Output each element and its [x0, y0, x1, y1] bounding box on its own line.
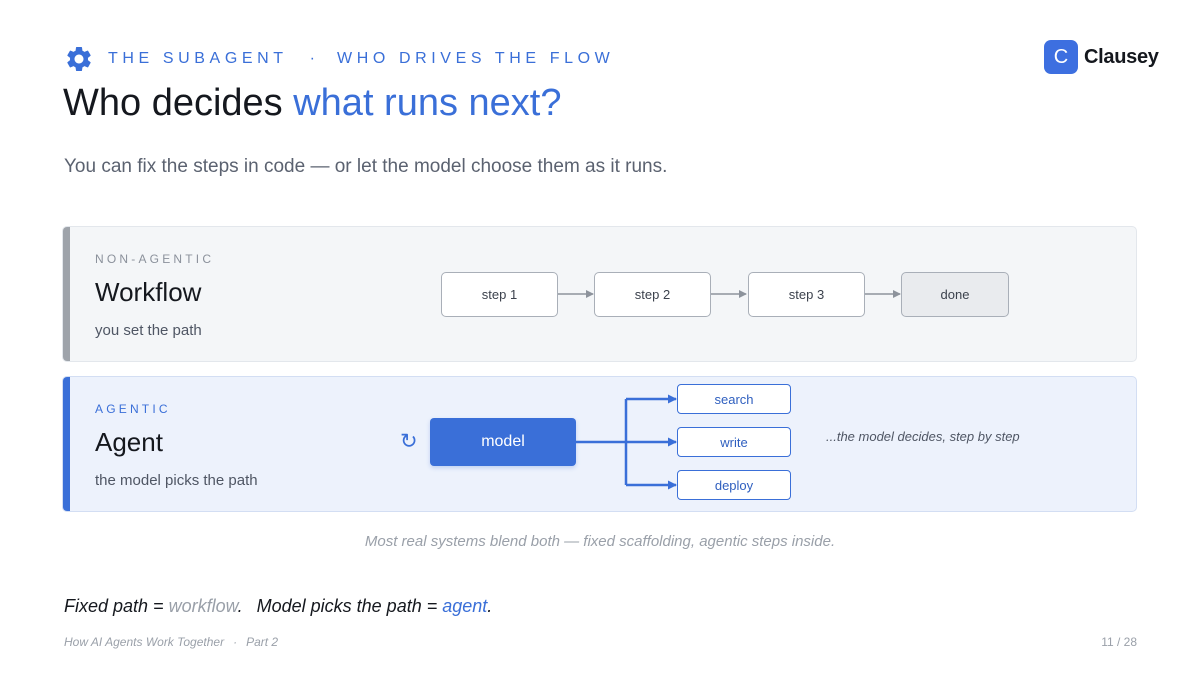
- agent-accent-bar: [63, 377, 70, 511]
- title-accent: what runs next?: [293, 82, 562, 124]
- title-plain: Who decides: [63, 82, 294, 124]
- loop-icon: ↻: [400, 430, 418, 453]
- workflow-title: Workflow: [95, 277, 202, 307]
- model-node: model: [430, 418, 576, 466]
- workflow-accent-bar: [63, 227, 70, 361]
- section-kicker: THE SUBAGENT · WHO DRIVES THE FLOW: [64, 44, 614, 74]
- kicker-separator: ·: [309, 50, 315, 67]
- brand-name: Clausey: [1084, 45, 1159, 68]
- agent-kicker: AGENTIC: [95, 402, 171, 416]
- action-deploy: deploy: [677, 470, 791, 500]
- workflow-step-3: step 3: [748, 272, 865, 317]
- brand-mark-icon: C: [1044, 40, 1078, 74]
- footer-deck-info: How AI Agents Work Together · Part 2: [64, 635, 278, 649]
- workflow-step-2: step 2: [594, 272, 711, 317]
- action-search: search: [677, 384, 791, 414]
- footer-deck-title: How AI Agents Work Together: [64, 635, 225, 649]
- summary-model-prefix: Model picks the path =: [256, 596, 443, 616]
- page-title: Who decides what runs next?: [63, 80, 562, 126]
- workflow-step-1: step 1: [441, 272, 558, 317]
- summary-fixed-prefix: Fixed path =: [64, 596, 169, 616]
- agent-subtitle: the model picks the path: [95, 472, 258, 489]
- summary-line: Fixed path = workflow. Model picks the pa…: [64, 596, 492, 617]
- summary-fixed-suffix: .: [237, 596, 243, 616]
- gear-icon: [67, 46, 91, 71]
- agent-note: ...the model decides, step by step: [826, 429, 1020, 444]
- workflow-step-done: done: [901, 272, 1009, 317]
- agent-title: Agent: [95, 427, 163, 457]
- page-subtitle: You can fix the steps in code — or let t…: [64, 156, 668, 177]
- summary-agent-term: agent: [442, 596, 488, 616]
- kicker-topic: WHO DRIVES THE FLOW: [337, 50, 615, 67]
- action-write: write: [677, 427, 791, 457]
- footer-separator: ·: [233, 635, 238, 649]
- summary-model-suffix: .: [487, 596, 493, 616]
- brand-logo: C Clausey: [1044, 40, 1159, 74]
- page-number: 11 / 28: [1101, 635, 1137, 649]
- blend-caption: Most real systems blend both — fixed sca…: [364, 533, 836, 550]
- kicker-section: THE SUBAGENT: [108, 50, 288, 67]
- workflow-kicker: NON-AGENTIC: [95, 252, 215, 266]
- agent-panel: AGENTIC Agent the model picks the path: [62, 376, 1137, 512]
- workflow-subtitle: you set the path: [95, 322, 202, 339]
- summary-workflow-term: workflow: [168, 596, 238, 616]
- footer-part: Part 2: [246, 635, 279, 649]
